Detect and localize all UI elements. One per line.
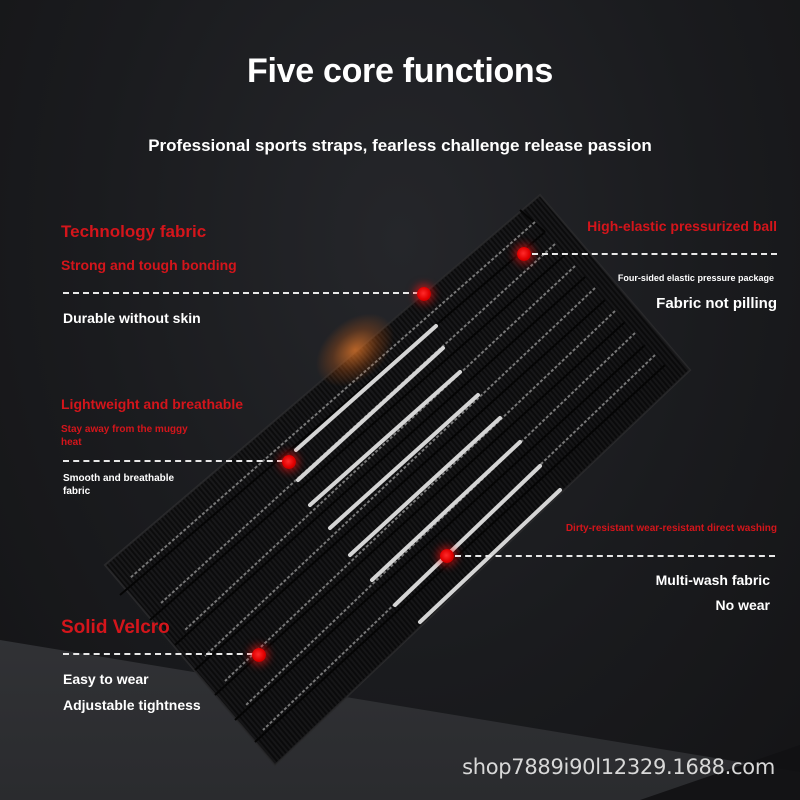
feature-washing-line-2: No wear bbox=[715, 597, 770, 613]
hotspot-dot-icon bbox=[440, 549, 454, 563]
hotspot-dot-icon bbox=[252, 648, 266, 662]
hotspot-dot-icon bbox=[417, 287, 431, 301]
feature-washing-line-1: Multi-wash fabric bbox=[655, 572, 770, 588]
feature-technology-heading: Technology fabric bbox=[61, 222, 207, 241]
feature-washing-heading: Dirty-resistant wear-resistant direct wa… bbox=[565, 523, 777, 534]
feature-technology-subheading: Strong and tough bonding bbox=[61, 257, 237, 273]
feature-velcro-line-1: Easy to wear bbox=[63, 671, 149, 687]
feature-elastic-line: Fabric not pilling bbox=[656, 295, 777, 312]
feature-lightweight-line: Smooth and breathable fabric bbox=[63, 473, 175, 497]
feature-elastic-subheading: Four-sided elastic pressure package bbox=[617, 273, 774, 283]
feature-velcro-heading: Solid Velcro bbox=[61, 617, 170, 638]
hotspot-dot-icon bbox=[282, 455, 296, 469]
callout-line bbox=[63, 460, 283, 462]
feature-lightweight-subheading: Stay away from the muggy heat bbox=[61, 424, 188, 448]
feature-lightweight-heading: Lightweight and breathable bbox=[61, 396, 244, 412]
page-subtitle: Professional sports straps, fearless cha… bbox=[148, 136, 652, 155]
callout-line bbox=[532, 253, 777, 255]
hotspot-dot-icon bbox=[517, 247, 531, 261]
shop-url-watermark: shop7889i90l12329.1688.com bbox=[462, 755, 775, 779]
feature-elastic-heading: High-elastic pressurized ball bbox=[587, 218, 777, 234]
callout-line bbox=[455, 555, 775, 557]
light-glare bbox=[301, 298, 409, 402]
feature-technology-line: Durable without skin bbox=[63, 310, 201, 326]
page-title: Five core functions bbox=[246, 52, 554, 90]
callout-line bbox=[63, 292, 419, 294]
callout-line bbox=[63, 653, 253, 655]
feature-velcro-line-2: Adjustable tightness bbox=[63, 697, 201, 713]
